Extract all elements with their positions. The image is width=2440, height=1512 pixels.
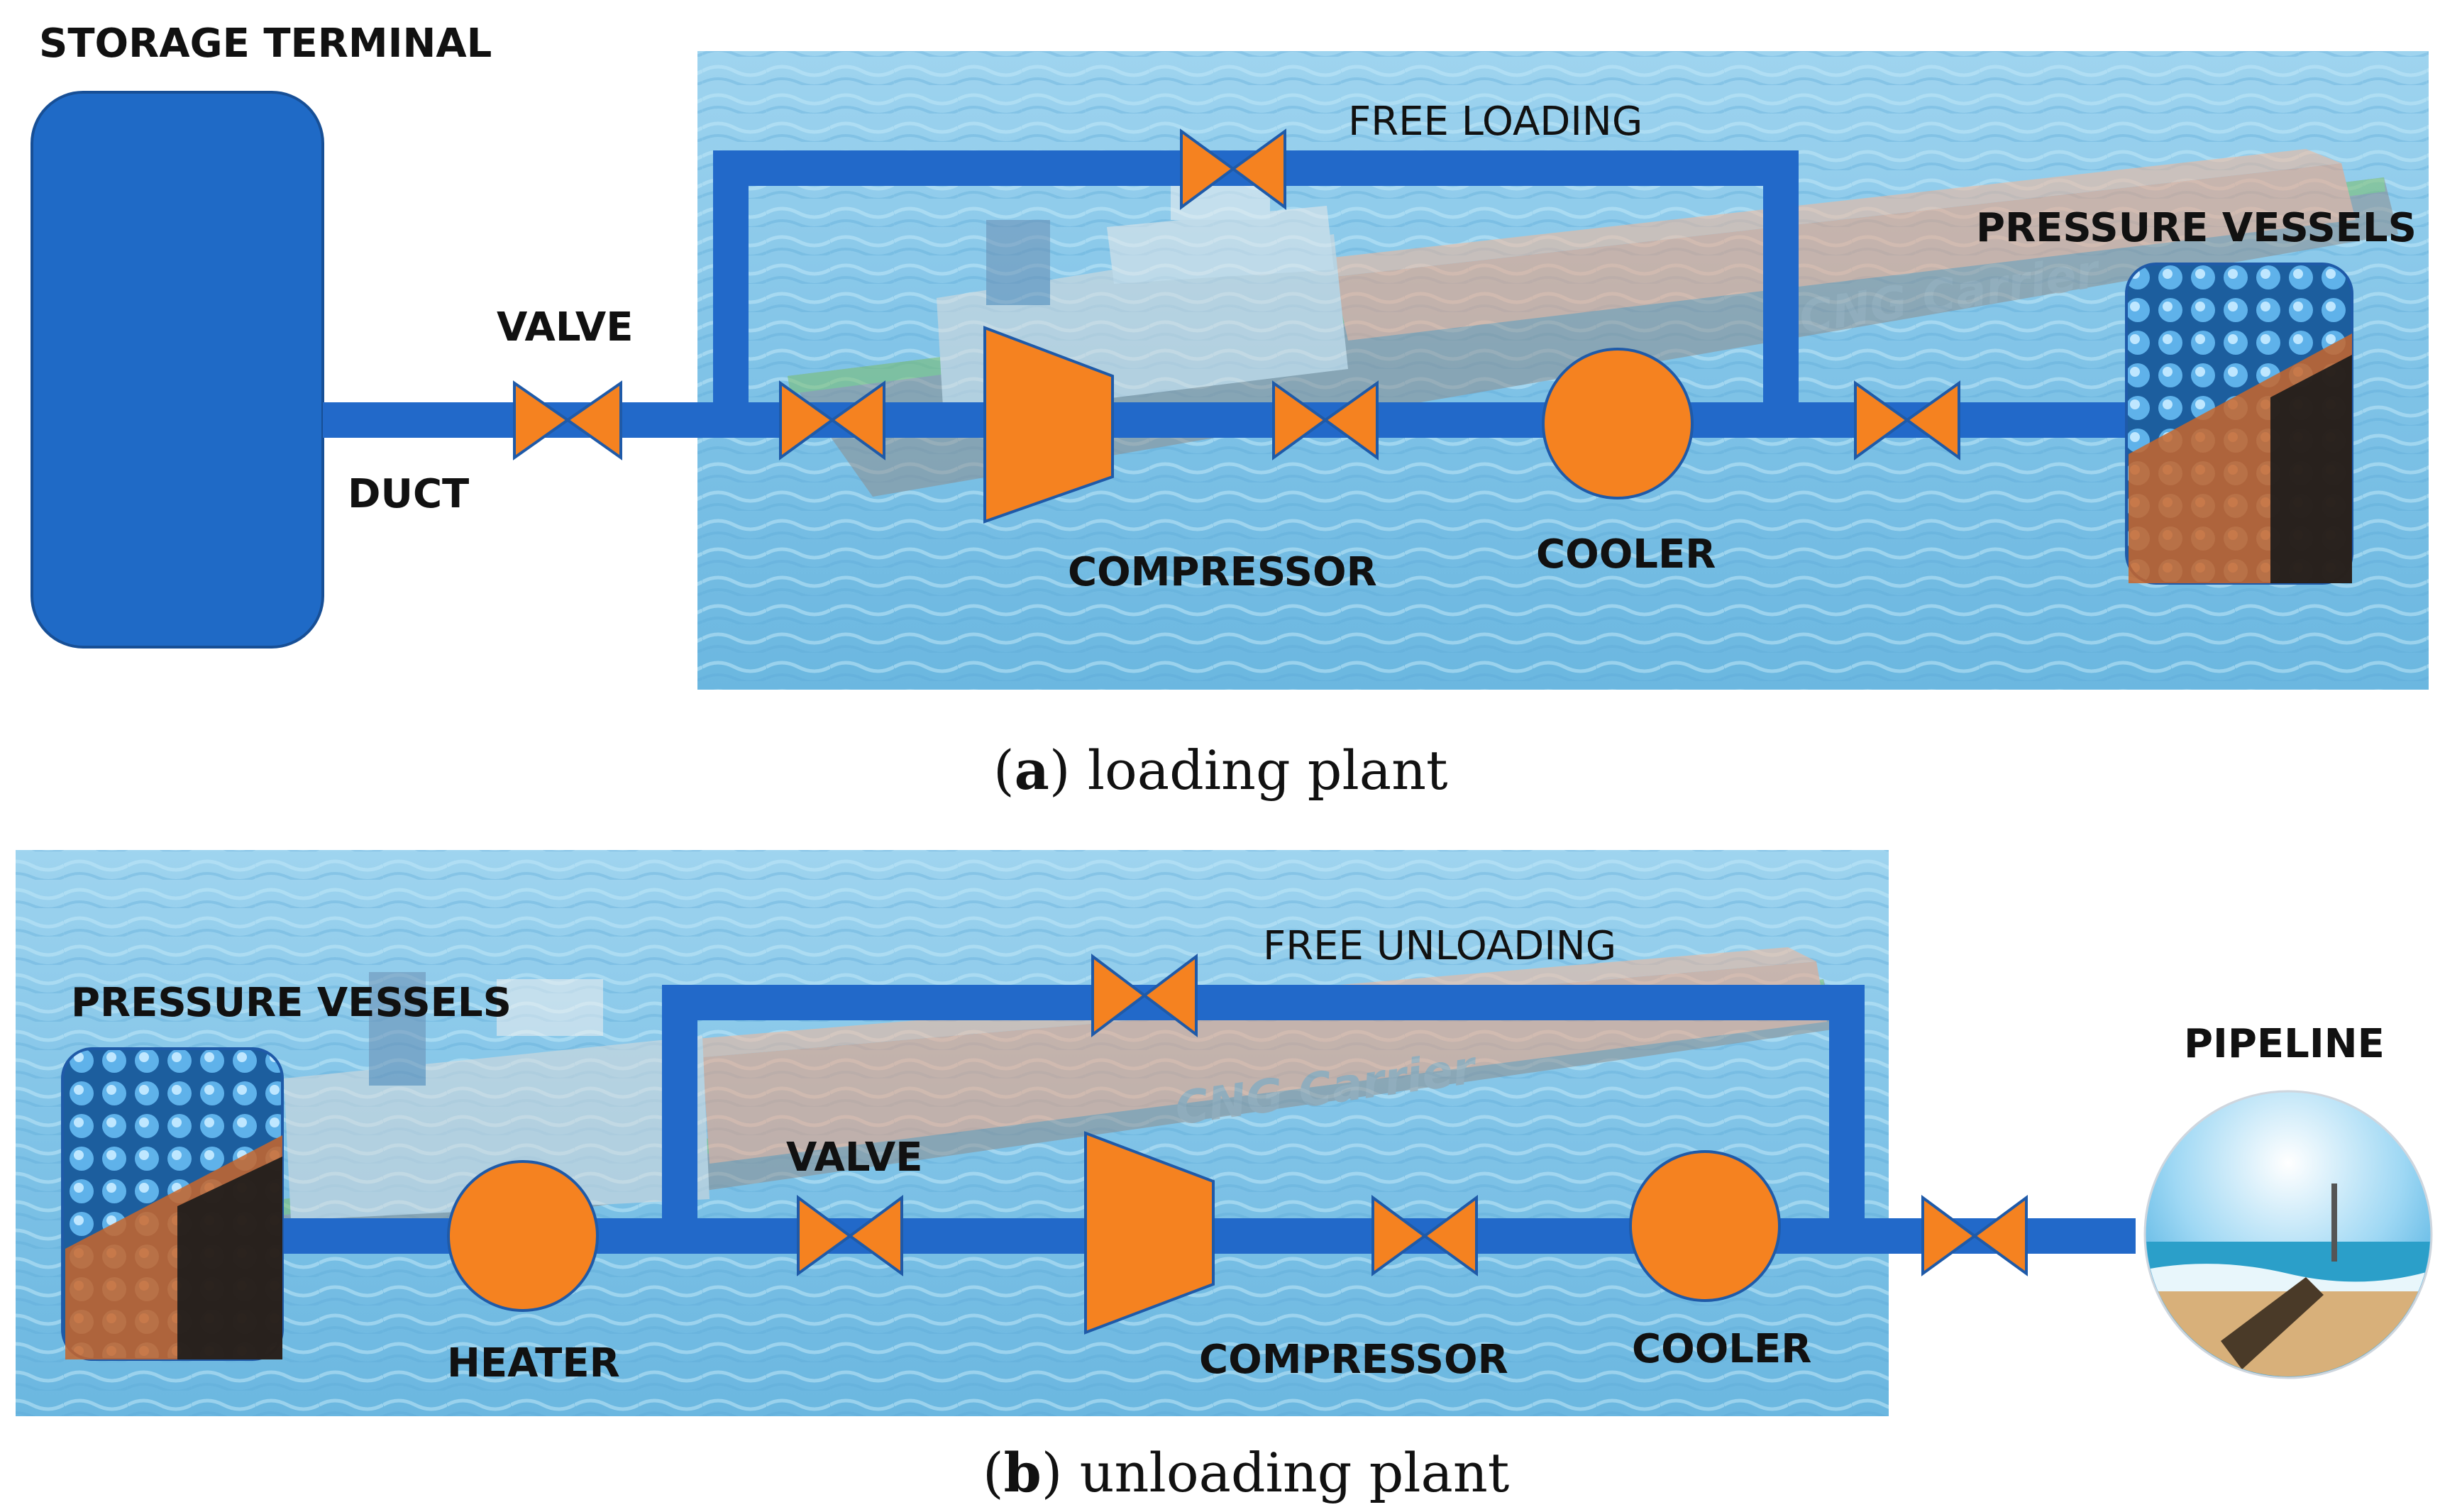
storage-terminal-tank [31, 91, 324, 649]
valve-free-unloading [1091, 953, 1198, 1038]
compressor-a [983, 326, 1114, 524]
compressor-b [1084, 1131, 1215, 1335]
valve-duct [513, 380, 622, 460]
heater [447, 1160, 599, 1312]
pipeline-beach-image [2143, 1090, 2433, 1379]
valve-after-compressor [1272, 380, 1379, 460]
pressure-vessels-a [2125, 263, 2353, 585]
panel-b-unloading-plant: CNG Carrier [16, 850, 2433, 1504]
valve-pipeline [1921, 1195, 2028, 1276]
duct-label: DUCT [348, 471, 469, 517]
valve-before-compressor [779, 380, 885, 460]
pressure-vessels-label-a: PRESSURE VESSELS [1976, 205, 2417, 251]
valve-label-b: VALVE [786, 1135, 922, 1181]
valve-after-compressor-b [1371, 1195, 1478, 1276]
caption-a-text: loading plant [1071, 739, 1448, 802]
valve-before-vessels [1854, 380, 1960, 460]
panel-a-loading-plant: CNG Carrier STORAGE TERMINAL [31, 21, 2429, 802]
pressure-vessels-label-b: PRESSURE VESSELS [71, 980, 512, 1026]
free-unloading-label: FREE UNLOADING [1263, 923, 1616, 969]
cooler-label-a: COOLER [1536, 531, 1716, 578]
valve-free-loading [1180, 128, 1286, 210]
caption-a: (a) loading plant [993, 739, 1448, 802]
caption-b-text: unloading plant [1062, 1441, 1509, 1504]
valve-before-compressor-b [797, 1195, 903, 1276]
heater-label: HEATER [447, 1340, 620, 1386]
caption-a-letter: a [1015, 739, 1049, 802]
cooler-a [1542, 348, 1694, 500]
cooler-label-b: COOLER [1632, 1326, 1811, 1372]
compressor-label-a: COMPRESSOR [1068, 549, 1377, 595]
storage-terminal-label: STORAGE TERMINAL [39, 21, 492, 67]
valve-label-a: VALVE [497, 304, 633, 351]
compressor-label-b: COMPRESSOR [1199, 1337, 1508, 1383]
cooler-b [1629, 1150, 1781, 1302]
caption-b-letter: b [1004, 1441, 1042, 1504]
pipeline-label: PIPELINE [2184, 1021, 2385, 1067]
pressure-vessels-b [61, 1047, 284, 1361]
free-loading-label: FREE LOADING [1348, 99, 1643, 145]
caption-b: (b) unloading plant [983, 1441, 1509, 1504]
